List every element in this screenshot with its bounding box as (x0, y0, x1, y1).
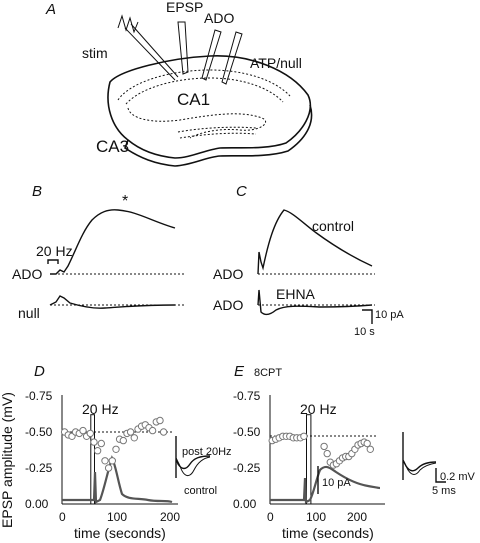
inset-epsp-d-control (175, 456, 211, 476)
ytick-e-0: -0.75 (233, 389, 261, 403)
label-ado: ADO (204, 10, 234, 26)
axes-d (61, 395, 178, 505)
data-point (126, 428, 135, 436)
data-point (104, 464, 113, 472)
slice-outline (107, 55, 311, 159)
scale-label-s-c: 10 s (354, 326, 375, 338)
panel-label-b: B (32, 183, 42, 200)
stimulus-window-e (306, 414, 312, 505)
panel-label-e: E (234, 363, 245, 380)
data-point (101, 457, 109, 465)
xtick-e-0: 0 (267, 510, 274, 524)
panel-c: C control ADO EHNA ADO 10 pA 10 s (213, 183, 404, 338)
xtick-e-1: 100 (306, 510, 326, 524)
label-ca1: CA1 (177, 90, 210, 109)
ytick-d-3: 0.00 (25, 497, 49, 511)
data-point (366, 445, 374, 453)
data-point (108, 457, 117, 465)
inset-epsp-e-control (402, 459, 437, 475)
inset-label-control-d: control (184, 485, 217, 497)
ytick-d-1: -0.50 (25, 425, 53, 439)
ytick-e-3: 0.00 (233, 497, 257, 511)
panel-label-d: D (34, 363, 45, 380)
label-null-b: null (18, 305, 40, 321)
ytick-e-1: -0.50 (233, 425, 261, 439)
data-point (90, 438, 98, 446)
label-epsp: EPSP (166, 0, 203, 15)
current-trace-d (62, 455, 173, 504)
y-axis-label: EPSP amplitude (mV) (0, 392, 15, 528)
trace-ehna-c (257, 289, 373, 316)
scale-bar-e2 (435, 468, 446, 483)
panel-a: A stim EPSP ADO ATP/null CA1 CA3 (45, 0, 313, 167)
data-point (97, 439, 106, 448)
slice-outline-3d (124, 104, 313, 167)
data-point (79, 426, 87, 435)
data-point (112, 445, 120, 453)
data-point (156, 416, 164, 425)
stim-marker-b (47, 259, 59, 264)
label-20hz-b: 20 Hz (36, 243, 73, 259)
panel-label-c: C (236, 183, 247, 200)
significance-star: * (122, 193, 128, 210)
data-point (159, 428, 168, 436)
cell-layer-ca1-inner (125, 77, 284, 105)
stimulus-window-d (90, 414, 96, 505)
label-ado-c1: ADO (213, 266, 243, 282)
data-point (86, 429, 95, 438)
x-axis-label-e: time (seconds) (282, 525, 374, 541)
data-point (148, 426, 157, 435)
atp-electrode (221, 31, 243, 85)
axes-e (269, 395, 385, 505)
panel-label-a: A (45, 1, 56, 18)
epsp-electrode (177, 21, 189, 75)
label-8cpt: 8CPT (254, 367, 282, 379)
scale-label-ms-e: 5 ms (432, 485, 456, 497)
panel-d: D EPSP amplitude (mV) -0.75 -0.50 -0.25 … (0, 363, 232, 541)
dentate-gyrus (177, 126, 257, 139)
data-point (320, 442, 328, 451)
points-e (268, 432, 374, 469)
label-ca3: CA3 (96, 137, 129, 156)
label-20hz-d: 20 Hz (82, 401, 119, 417)
data-point (363, 439, 371, 448)
ytick-d-2: -0.25 (25, 461, 53, 475)
stimulating-electrode (117, 14, 179, 81)
xtick-d-1: 100 (107, 510, 127, 524)
xtick-d-2: 200 (160, 510, 180, 524)
data-point (119, 436, 128, 445)
trace-null-b (49, 295, 176, 309)
inset-epsp-e (402, 432, 437, 480)
ytick-d-0: -0.75 (25, 389, 53, 403)
data-point (300, 432, 308, 440)
label-atp-null: ATP/null (250, 55, 302, 71)
ytick-e-2: -0.25 (233, 461, 261, 475)
label-ehna-c: EHNA (276, 286, 316, 302)
panel-e: E 8CPT -0.75 -0.50 -0.25 0.00 0 100 200 … (233, 363, 476, 541)
xtick-e-2: 200 (347, 510, 367, 524)
scale-label-mv-e: 0.2 mV (440, 471, 476, 483)
current-trace-e (270, 465, 381, 504)
label-stim: stim (82, 45, 108, 61)
trace-control-c (257, 209, 373, 275)
x-axis-label-d: time (seconds) (74, 525, 166, 541)
trace-ado-b (50, 209, 176, 275)
inset-label-post-d: post 20Hz (182, 446, 232, 458)
label-ado-c2: ADO (213, 297, 243, 313)
label-control-c: control (312, 218, 354, 234)
scale-label-pa-e: 10 pA (322, 477, 351, 489)
data-point (130, 434, 139, 442)
label-ado-b: ADO (12, 266, 42, 282)
cell-layer-ca3 (127, 107, 267, 139)
panel-b: B * 20 Hz ADO null (12, 183, 185, 321)
scale-label-pa-c: 10 pA (375, 309, 404, 321)
label-20hz-e: 20 Hz (300, 401, 337, 417)
points-d (60, 416, 168, 472)
data-point (323, 449, 331, 458)
xtick-d-0: 0 (59, 510, 66, 524)
data-point (93, 447, 102, 455)
scale-bar-c (362, 309, 373, 324)
ado-electrode (201, 29, 222, 81)
